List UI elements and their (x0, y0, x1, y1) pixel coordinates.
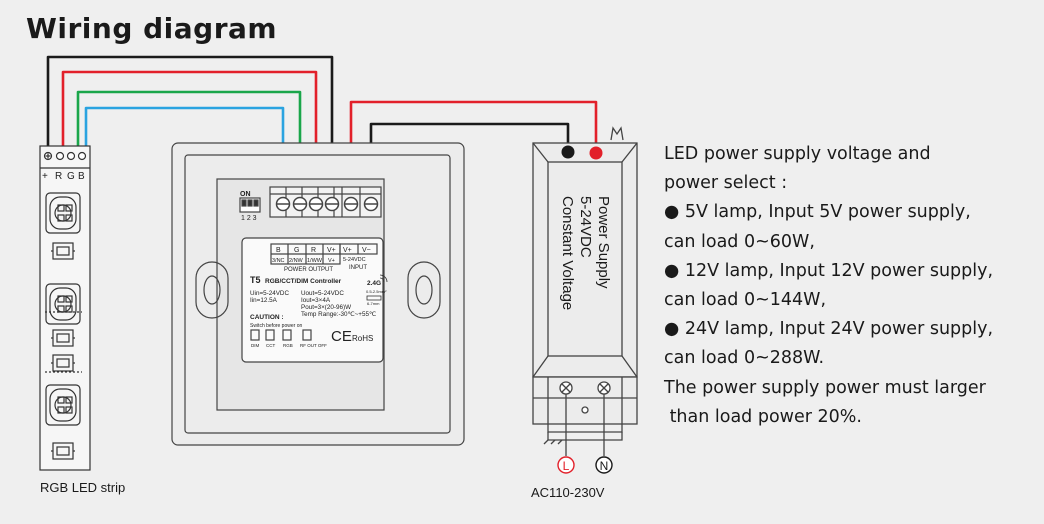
psu-terminal-positive (589, 146, 603, 160)
switch-label: DIM (251, 343, 260, 348)
rf-signal-icon (366, 274, 388, 301)
rf-note: 0.5-2.5mm² (366, 289, 387, 294)
switch-label: RF OUT OFF (300, 343, 327, 348)
pin-label: B (78, 171, 85, 182)
ce-mark: CE (331, 328, 352, 345)
psu-line-2: 5-24VDC (577, 196, 594, 258)
iout-spec: Iout=3×4A (301, 297, 331, 304)
caution-text: Switch before power on (250, 323, 302, 329)
note-line: ● 5V lamp, Input 5V power supply, (664, 202, 971, 223)
input-col: V− (362, 247, 371, 254)
model-name: RGB/CCT/DIM Controller (265, 278, 342, 285)
ac-n-icon (595, 456, 613, 474)
rf-band: 2.4G (367, 280, 381, 287)
psu-labels: Power Supply 5-24VDC Constant Voltage (559, 196, 612, 310)
switch-label: CCT (266, 343, 275, 348)
strip-pin-labels: + R G B (42, 171, 85, 182)
output-col: R (311, 247, 316, 254)
controller-labels: ON 1 2 3 B G R V+ V+ V− 3/NC 2/NW 1/WW V… (240, 191, 387, 348)
caution-title: CAUTION : (250, 314, 284, 321)
note-line: LED power supply voltage and (664, 144, 931, 164)
output-sub: 3/NC (272, 258, 285, 264)
output-sub: 1/WW (307, 258, 323, 264)
note-line: than load power 20%. (664, 406, 862, 427)
wires (46, 55, 598, 195)
strip-caption: RGB LED strip (40, 480, 126, 495)
strip-pin-r (55, 151, 65, 161)
led-strip (39, 145, 91, 471)
dip-numbers: 1 2 3 (241, 215, 257, 222)
pout-spec: Pout=3×(20-96)W (301, 304, 351, 311)
black-wire-strip (46, 55, 334, 195)
controller-panel (171, 142, 465, 446)
iin-spec: Iin=12.5A (250, 297, 278, 304)
note-line: can load 0~60W, (664, 231, 815, 252)
strip-length: 6-7mm (367, 301, 380, 306)
strip-pin-b (77, 151, 87, 161)
psu-line-3: Constant Voltage (559, 196, 576, 310)
temp-spec: Temp Range:-30℃~+55℃ (301, 311, 376, 318)
note-line: The power supply power must larger (664, 377, 986, 398)
power-supply (532, 126, 638, 456)
pin-label: R (55, 171, 62, 182)
uout-spec: Uout=5-24VDC (301, 290, 344, 297)
note-line: can load 0~288W. (664, 348, 825, 369)
input-label: INPUT (349, 265, 367, 271)
input-col: V+ (343, 247, 352, 254)
dip-on-label: ON (240, 191, 251, 198)
ac-terminals: L N (557, 456, 613, 474)
psu-line-1: Power Supply (595, 196, 612, 289)
rohs-mark: RoHS (352, 334, 373, 343)
note-line: can load 0~144W, (664, 290, 827, 311)
ac-l-icon (557, 456, 575, 474)
switch-label: RGB (283, 343, 293, 348)
page-title: Wiring diagram (26, 12, 278, 45)
note-line: ● 24V lamp, Input 24V power supply, (664, 319, 994, 340)
model-number: T5 (250, 275, 261, 285)
input-range: 5-24VDC (343, 257, 366, 263)
output-col: V+ (327, 247, 336, 254)
psu-terminal-negative (561, 145, 575, 159)
strip-pin-g (66, 151, 76, 161)
output-col: B (276, 247, 281, 254)
ac-n-label: N (600, 459, 609, 473)
ac-l-label: L (563, 459, 570, 473)
output-col: G (294, 247, 299, 254)
red-wire-strip (61, 70, 318, 195)
note-line: ● 12V lamp, Input 12V power supply, (664, 260, 994, 281)
pin-label: + (42, 171, 48, 182)
power-select-notes: LED power supply voltage and power selec… (664, 140, 1034, 432)
output-label: POWER OUTPUT (284, 267, 333, 273)
output-sub: 2/NW (289, 258, 304, 264)
note-line: power select : (664, 173, 788, 194)
ac-caption: AC110-230V (531, 485, 605, 500)
output-sub: V+ (328, 258, 335, 264)
uin-spec: Uin=5-24VDC (250, 290, 289, 297)
pin-label: G (67, 171, 75, 182)
